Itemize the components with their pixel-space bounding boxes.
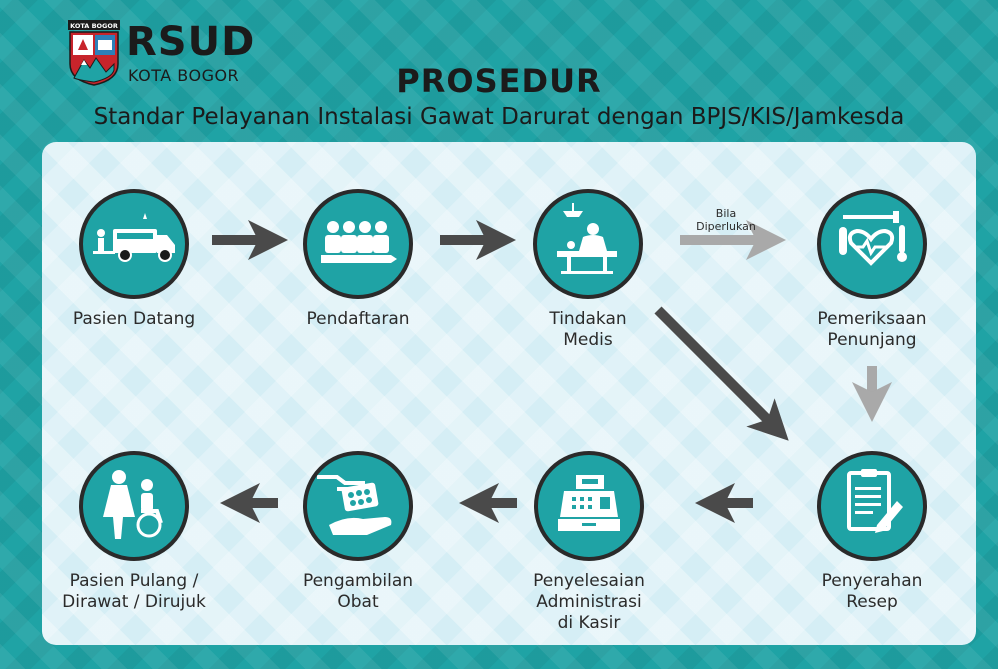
page-title: PROSEDUR [396,62,602,100]
ambulance-icon [93,213,175,262]
queue-people-icon [321,221,397,263]
step-pasien-pulang: Pasien Pulang / Dirawat / Dirujuk [44,451,224,651]
step-pengambilan-obat: Pengambilan Obat [268,451,448,651]
brand-subtitle: KOTA BOGOR [128,66,240,85]
step-pendaftaran: Pendaftaran [268,189,448,389]
rsud-logo: KOTA BOGOR RSUD KOTA BOGOR [68,20,254,86]
step-label: Tindakan Medis [549,309,627,350]
step-penyelesaian-administrasi: Penyelesaian Administrasi di Kasir [499,451,679,651]
discharge-wheelchair-icon [103,470,163,539]
step-label: Pengambilan Obat [302,571,414,612]
lab-test-icon [839,211,907,266]
step-pemeriksaan-penunjang: Pemeriksaan Penunjang [782,189,962,389]
medical-treatment-icon [557,203,617,274]
cash-register-icon [558,475,620,531]
step-label: Pemeriksaan Penunjang [817,309,927,350]
step-label: Pasien Datang [72,309,196,329]
step-tindakan-medis: Tindakan Medis [498,189,678,389]
step-pasien-datang: Pasien Datang [44,189,224,389]
medicine-pickup-icon [317,475,392,535]
logo-tag: KOTA BOGOR [70,22,118,30]
page-subtitle: Standar Pelayanan Instalasi Gawat Darura… [93,104,905,130]
step-label: Pendaftaran [306,309,410,329]
step-label: Pasien Pulang / Dirawat / Dirujuk [62,571,206,612]
prescription-icon [847,469,903,533]
step-label: Penyelesaian Administrasi di Kasir [533,571,645,633]
shield-logo-icon: KOTA BOGOR [68,20,120,86]
step-penyerahan-resep: Penyerahan Resep [782,451,962,651]
brand-name: RSUD [126,19,256,65]
step-label: Penyerahan Resep [821,571,923,612]
conditional-note: Bila Diperlukan [696,207,756,233]
